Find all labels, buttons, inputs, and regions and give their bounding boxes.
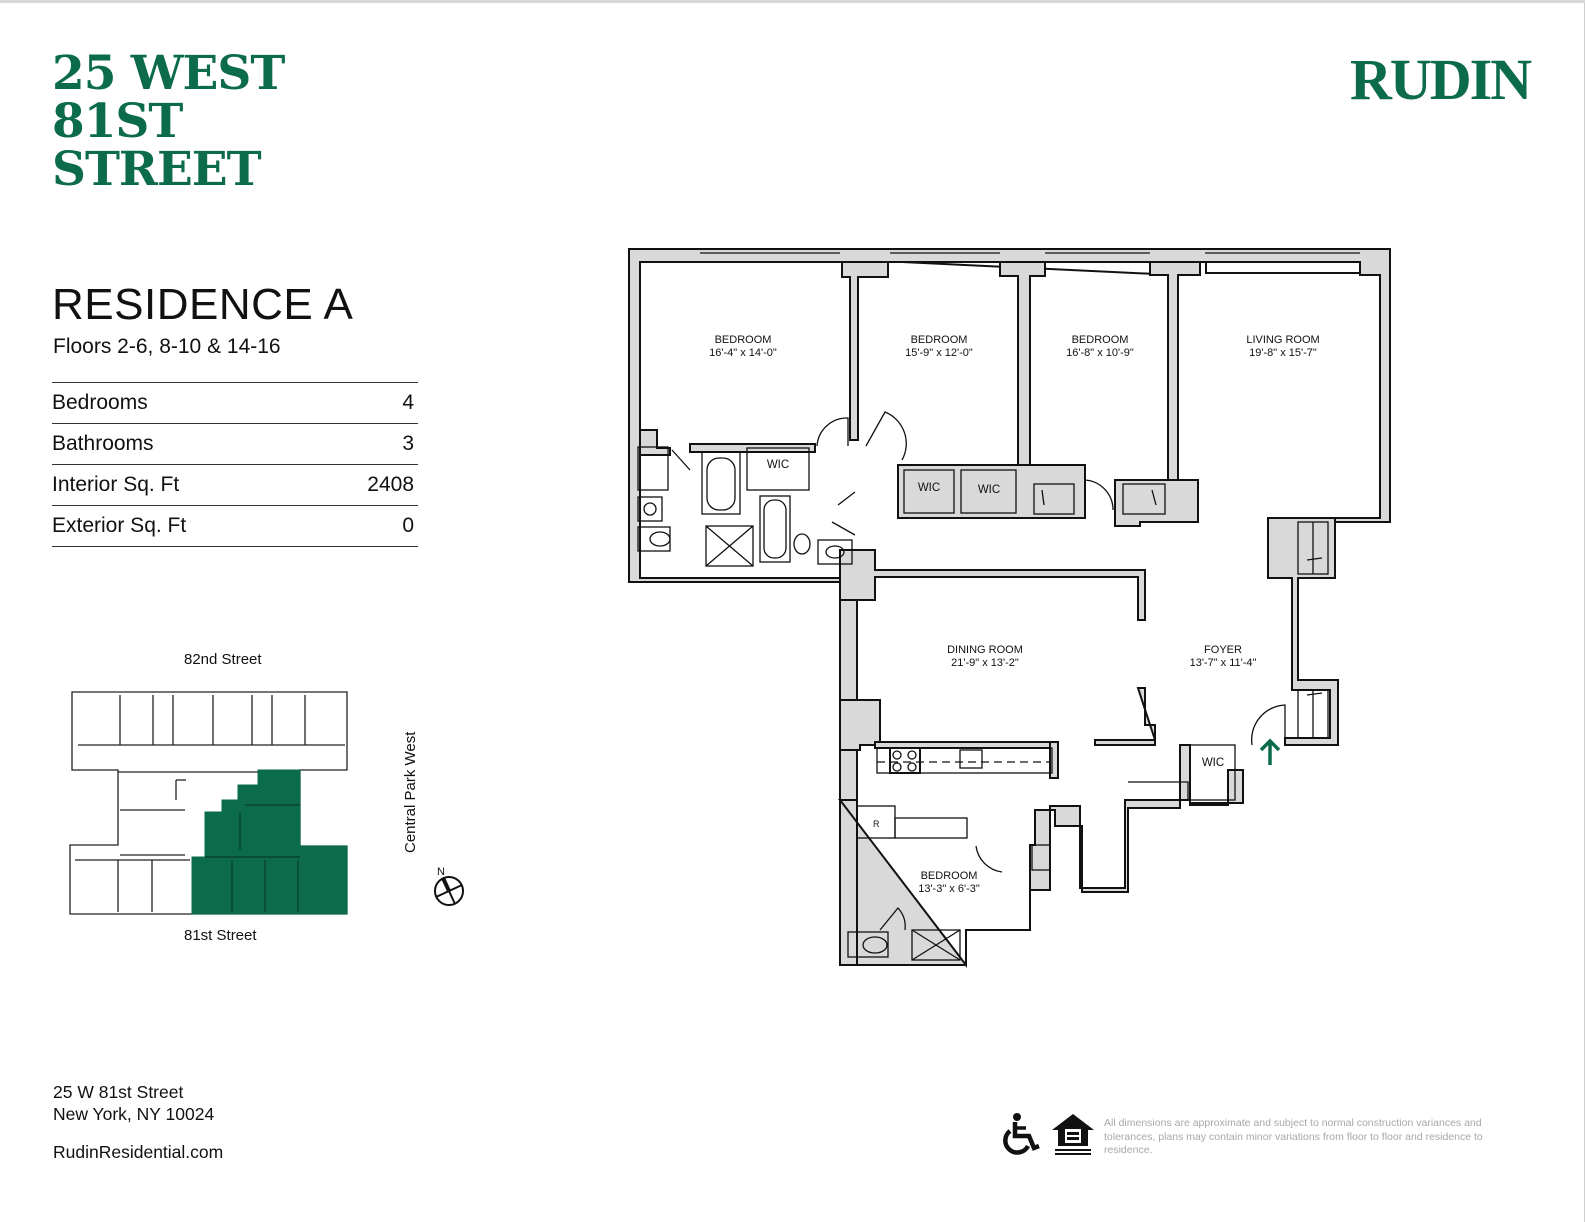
closet-wic-1: WIC (766, 459, 790, 471)
floor-plan (628, 248, 1391, 968)
website-link[interactable]: RudinResidential.com (53, 1142, 224, 1162)
rudin-logo: RUDIN (1350, 47, 1532, 112)
room-foyer: FOYER 13'-7" x 11'-4" (1190, 644, 1257, 670)
disclaimer-text: All dimensions are approximate and subje… (1104, 1117, 1483, 1156)
street-label-81st: 81st Street (184, 927, 257, 944)
spec-row-bathrooms: Bathrooms 3 (52, 424, 418, 465)
building-title-line-3: STREET (52, 142, 262, 197)
room-dims: 16'-8" x 10'-9" (1066, 347, 1134, 359)
room-bedroom-1: BEDROOM 16'-4" x 14'-0" (709, 334, 777, 360)
room-name: BEDROOM (910, 334, 968, 346)
closet-wic-2: WIC (917, 482, 941, 494)
room-dims: 19'-8" x 15'-7" (1249, 347, 1317, 359)
compass-north-label: N (437, 866, 445, 878)
spec-value: 2408 (367, 473, 414, 496)
equal-housing-opportunity-icon (1052, 1114, 1094, 1155)
spec-value: 4 (402, 391, 414, 414)
key-plan-map (69, 691, 348, 915)
refrigerator-label: R (873, 819, 880, 829)
entry-arrow-icon (1259, 738, 1281, 765)
spec-value: 0 (402, 514, 414, 537)
street-label-82nd: 82nd Street (184, 651, 262, 668)
room-dims: 15'-9" x 12'-0" (905, 347, 973, 359)
spec-row-bedrooms: Bedrooms 4 (52, 383, 418, 424)
building-title: 25 WEST 81ST STREET (52, 46, 285, 197)
room-dims: 13'-7" x 11'-4" (1189, 657, 1257, 669)
address-line-2: New York, NY 10024 (53, 1104, 215, 1124)
room-name: LIVING ROOM (1246, 334, 1320, 346)
room-living-room: LIVING ROOM 19'-8" x 15'-7" (1246, 334, 1319, 360)
spec-label: Interior Sq. Ft (52, 473, 180, 496)
closet-wic-3: WIC (977, 484, 1001, 496)
address-block: 25 W 81st Street New York, NY 10024 (53, 1081, 214, 1125)
address-line-1: 25 W 81st Street (53, 1082, 184, 1102)
closet-wic-4: WIC (1201, 757, 1225, 769)
residence-floors: Floors 2-6, 8-10 & 14-16 (53, 335, 281, 358)
room-name: FOYER (1204, 644, 1242, 656)
room-name: DINING ROOM (947, 644, 1023, 656)
north-compass-icon: N (434, 866, 464, 906)
room-dims: 21'-9" x 13'-2" (951, 657, 1019, 669)
room-bedroom-2: BEDROOM 15'-9" x 12'-0" (905, 334, 973, 360)
spec-label: Exterior Sq. Ft (52, 514, 187, 537)
specs-table: Bedrooms 4 Bathrooms 3 Interior Sq. Ft 2… (52, 382, 418, 547)
spec-value: 3 (402, 432, 414, 455)
room-name: BEDROOM (920, 870, 978, 882)
building-title-line-1: 25 WEST (52, 46, 285, 101)
room-dims: 13'-3" x 6'-3" (918, 883, 980, 895)
building-title-line-2: 81ST (52, 94, 183, 149)
room-name: BEDROOM (714, 334, 772, 346)
room-dining-room: DINING ROOM 21'-9" x 13'-2" (947, 644, 1023, 670)
room-bedroom-4: BEDROOM 13'-3" x 6'-3" (918, 870, 980, 896)
residence-title: RESIDENCE A (52, 280, 354, 329)
spec-label: Bedrooms (52, 391, 148, 414)
room-name: BEDROOM (1071, 334, 1129, 346)
room-bedroom-3: BEDROOM 16'-8" x 10'-9" (1066, 334, 1134, 360)
spec-label: Bathrooms (52, 432, 154, 455)
spec-row-interior-sqft: Interior Sq. Ft 2408 (52, 465, 418, 506)
spec-row-exterior-sqft: Exterior Sq. Ft 0 (52, 506, 418, 547)
wheelchair-accessible-icon (1003, 1113, 1040, 1155)
room-dims: 16'-4" x 14'-0" (709, 347, 777, 359)
page-top-border (0, 0, 1585, 3)
